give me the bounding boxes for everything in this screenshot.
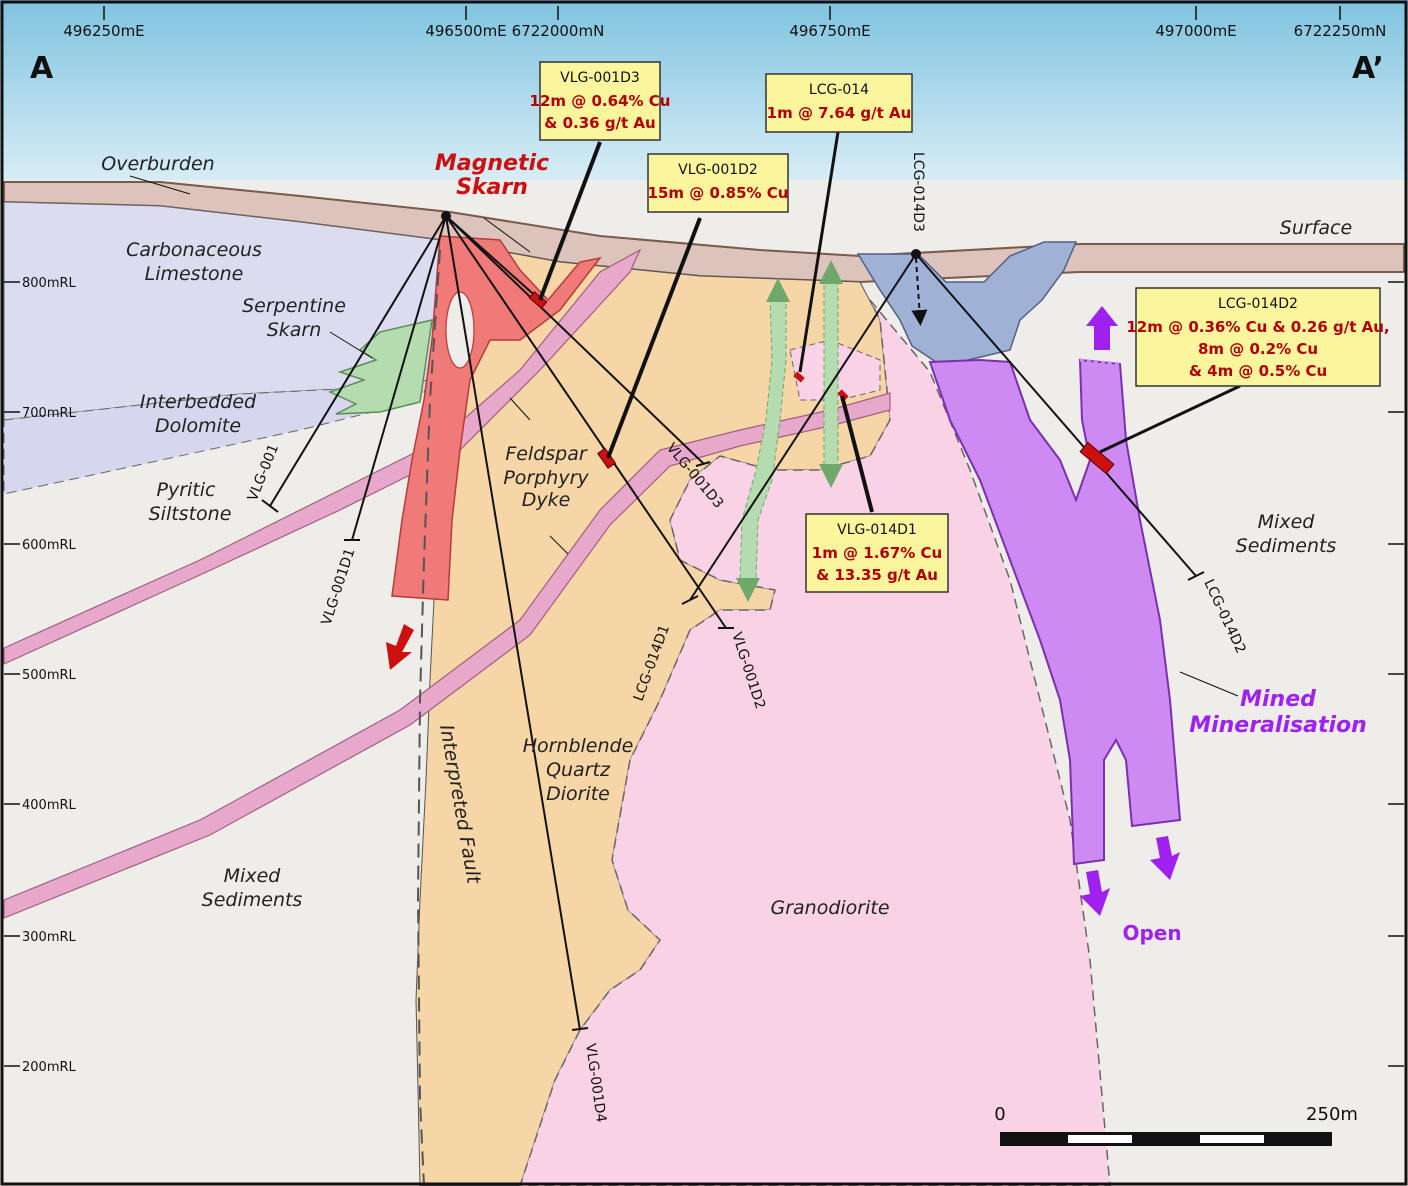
rl-ticks (4, 281, 1404, 1067)
open-arrow-up (1086, 306, 1118, 350)
callout-lcg-014-line1: 1m @ 7.64 g/t Au (767, 104, 912, 122)
hornblende-label-1: Hornblende (523, 735, 634, 757)
rl-label: 300mRL (22, 930, 77, 945)
mixed-sediments-left-label-2: Sediments (202, 889, 303, 911)
drill-collar-2 (911, 249, 921, 259)
feldspar-label-1: Feldspar (505, 443, 588, 465)
callout-vlg-001d3-line2: & 0.36 g/t Au (544, 114, 655, 132)
leader-lines (129, 131, 1241, 697)
callout-vlg-001d2-head: VLG-001D2 (678, 162, 758, 178)
rl-label: 600mRL (22, 538, 77, 553)
granodiorite-body (519, 299, 1111, 1186)
callout-lcg-014d2: LCG-014D2 12m @ 0.36% Cu & 0.26 g/t Au, … (1126, 287, 1390, 387)
callout-lcg-014-head: LCG-014 (809, 82, 869, 98)
callout-lcg-014d2-line1: 12m @ 0.36% Cu & 0.26 g/t Au, (1126, 318, 1389, 336)
hole-label-lcg-014d3: LCG-014D3 (910, 152, 926, 232)
pyritic-label-2: Siltstone (149, 503, 232, 525)
fault-direction-arrow (386, 624, 414, 670)
limestone-label-1: Carbonaceous (126, 239, 262, 261)
northing-label: 6722250mN (1294, 22, 1387, 40)
callout-vlg-001d2-line1: 15m @ 0.85% Cu (648, 184, 789, 202)
callout-vlg-014d1-line1: 1m @ 1.67% Cu (812, 544, 942, 562)
callout-vlg-001d3: VLG-001D3 12m @ 0.64% Cu & 0.36 g/t Au (530, 61, 671, 141)
open-arrow-down-left (1080, 870, 1110, 916)
drill-collar-1 (441, 211, 451, 221)
scale-bar-end: 250m (1306, 1104, 1358, 1125)
limestone-label-2: Limestone (145, 263, 244, 285)
rl-label: 700mRL (22, 406, 77, 421)
callout-vlg-014d1: VLG-014D1 1m @ 1.67% Cu & 13.35 g/t Au (805, 513, 949, 593)
magnetic-skarn-label-1: Magnetic (435, 151, 549, 176)
rl-label: 800mRL (22, 276, 77, 291)
easting-label: 497000mE (1155, 22, 1236, 40)
callout-lcg-014d2-line2: 8m @ 0.2% Cu (1198, 340, 1318, 358)
magnetic-skarn-label-2: Skarn (456, 175, 528, 200)
drill-holes-collar-2 (681, 253, 1205, 605)
callout-vlg-001d2: VLG-001D2 15m @ 0.85% Cu (647, 153, 789, 213)
mined-mineralisation-label-1: Mined (1240, 687, 1316, 712)
easting-ticks (103, 6, 1341, 20)
mixed-sediments-right-label-1: Mixed (1258, 511, 1316, 533)
callout-lcg-014: LCG-014 1m @ 7.64 g/t Au (765, 73, 913, 133)
callout-lcg-014d2-line3: & 4m @ 0.5% Cu (1189, 362, 1327, 380)
granodiorite-label: Granodiorite (770, 897, 889, 919)
intercept-vlg-014d1 (837, 389, 849, 401)
section-start-label: A (30, 51, 54, 86)
scale-bar-zero: 0 (994, 1104, 1005, 1125)
northing-label: 6722000mN (512, 22, 605, 40)
easting-label: 496250mE (63, 22, 144, 40)
overburden-label: Overburden (101, 153, 214, 175)
easting-label: 496750mE (789, 22, 870, 40)
hornblende-label-2: Quartz (546, 759, 611, 781)
section-end-label: A’ (1352, 51, 1384, 86)
rl-label: 500mRL (22, 668, 77, 683)
lcg-014d3-trace (911, 257, 928, 326)
serpentine-label-1: Serpentine (242, 295, 346, 317)
vein-channel-2 (823, 277, 839, 471)
magnetic-skarn (391, 235, 602, 601)
dolomite-label-2: Dolomite (155, 415, 241, 437)
intercept-lcg-014d2 (1079, 441, 1115, 475)
callout-vlg-001d3-line1: 12m @ 0.64% Cu (530, 92, 671, 110)
porphyry-dyke-upper (3, 248, 642, 665)
intercept-lcg-014 (793, 371, 805, 383)
scale-bar (1000, 1132, 1332, 1146)
rl-label: 200mRL (22, 1060, 77, 1075)
open-arrow-down-right (1150, 836, 1180, 880)
mined-mineralisation-label-2: Mineralisation (1189, 713, 1367, 738)
feldspar-label-2: Porphyry (503, 467, 589, 489)
open-label: Open (1122, 921, 1181, 945)
mixed-sediments-left-label-1: Mixed (224, 865, 282, 887)
hornblende-label-3: Diorite (546, 783, 610, 805)
mixed-sediments-right-label-2: Sediments (1236, 535, 1337, 557)
rl-label: 400mRL (22, 798, 77, 813)
callout-vlg-014d1-head: VLG-014D1 (837, 522, 917, 538)
dolomite-label-1: Interbedded (140, 391, 257, 413)
pyritic-label-1: Pyritic (157, 479, 217, 501)
interpreted-fault-line (416, 249, 441, 1186)
serpentine-skarn (328, 319, 433, 415)
feldspar-label-3: Dyke (522, 489, 571, 511)
porphyry-dyke-lower (3, 392, 891, 919)
callout-vlg-014d1-line2: & 13.35 g/t Au (816, 566, 938, 584)
vein-channel-1 (739, 295, 787, 581)
easting-label: 496500mE (425, 22, 506, 40)
surface-label: Surface (1280, 217, 1352, 239)
callout-vlg-001d3-head: VLG-001D3 (560, 70, 640, 86)
callout-lcg-014d2-head: LCG-014D2 (1218, 296, 1298, 312)
open-pit (856, 241, 1078, 363)
drill-holes-collar-1 (261, 215, 734, 1031)
serpentine-label-2: Skarn (267, 319, 322, 341)
